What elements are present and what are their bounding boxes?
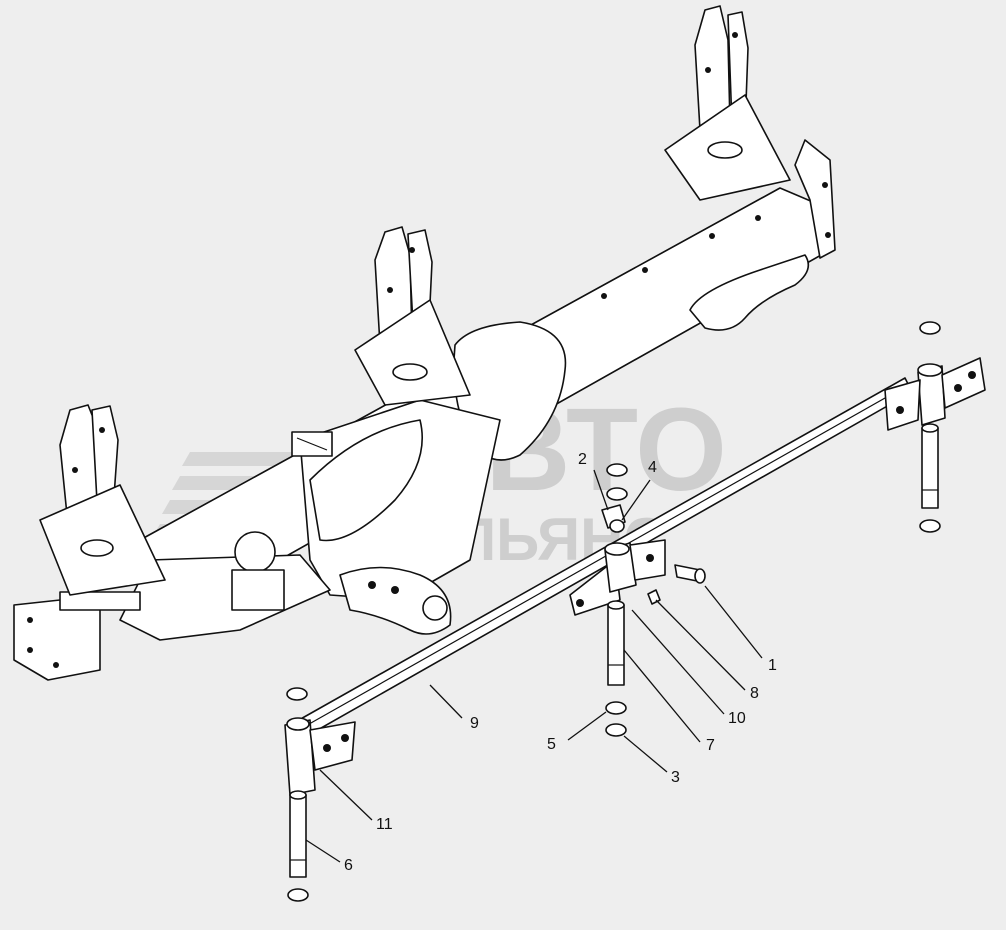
callout-1: 1 <box>768 657 777 674</box>
pivot-plate <box>339 566 452 635</box>
center-cylinder <box>231 569 285 611</box>
center-yoke <box>309 419 423 542</box>
tie-rod <box>284 357 986 796</box>
bushing-left-top <box>286 687 308 701</box>
right-lower-plate <box>689 254 810 331</box>
callout-3: 3 <box>671 769 680 786</box>
callout-10: 10 <box>728 710 746 727</box>
left-end-tab <box>59 591 141 611</box>
left-rubber-pad <box>80 539 114 557</box>
pin-left <box>289 794 307 878</box>
callout-8: 8 <box>750 685 759 702</box>
center-bore <box>234 531 276 573</box>
washer <box>609 519 625 533</box>
callout-6: 6 <box>344 857 353 874</box>
callouts: 1 2 3 4 5 6 7 8 9 10 11 <box>344 451 777 874</box>
bushing-top <box>606 463 628 477</box>
callout-4: 4 <box>648 459 657 476</box>
bushing-right-bottom <box>919 519 941 533</box>
mount-right <box>664 5 791 201</box>
tie-rod-left-lug <box>309 721 356 771</box>
callout-9: 9 <box>470 715 479 732</box>
right-end-bracket <box>794 139 836 259</box>
pin-right <box>921 427 939 509</box>
pin-center <box>607 604 625 686</box>
right-rubber-pad <box>707 141 743 159</box>
yoke-bracket <box>291 431 333 457</box>
callout-5: 5 <box>547 736 556 753</box>
callout-2: 2 <box>578 451 587 468</box>
mount-center <box>354 226 471 406</box>
bushing-2 <box>606 487 628 501</box>
bushing-3 <box>605 723 627 737</box>
bushing-left-bottom <box>287 888 309 902</box>
main-frame <box>13 139 836 681</box>
center-rubber-pad <box>392 363 428 381</box>
callout-11: 11 <box>376 816 393 833</box>
callout-7: 7 <box>706 737 715 754</box>
leader-lines <box>305 469 763 863</box>
small-parts <box>286 321 941 902</box>
left-end-bracket <box>13 599 101 681</box>
bushing-5 <box>605 701 627 715</box>
bushing-right-top <box>919 321 941 335</box>
mount-left <box>39 404 166 596</box>
